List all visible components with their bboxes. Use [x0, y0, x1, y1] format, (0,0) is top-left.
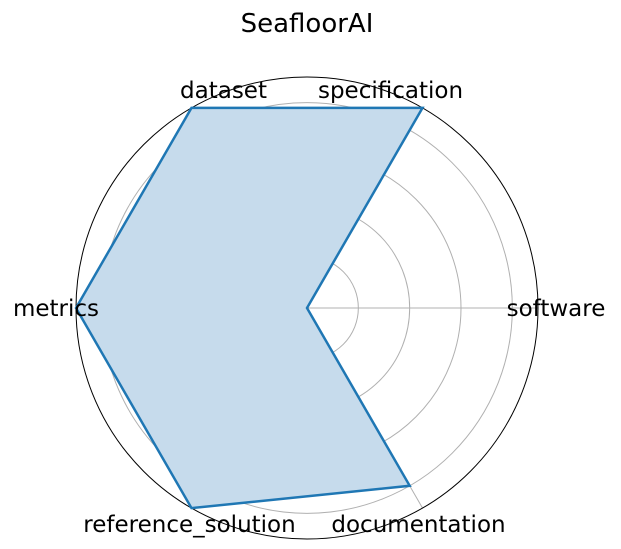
axis-label-reference-solution: reference_solution [83, 512, 295, 538]
series-line [74, 106, 425, 510]
axis-label-software: software [507, 296, 606, 322]
series-area [76, 107, 423, 509]
axis-label-metrics: metrics [13, 296, 99, 322]
axis-label-dataset: dataset [180, 78, 267, 104]
axis-label-specification: specification [318, 78, 463, 104]
data-series [74, 106, 425, 510]
axis-label-documentation: documentation [331, 512, 505, 538]
chart-title: SeafloorAI [241, 9, 374, 39]
axis-labels: software specification dataset metrics refer… [13, 78, 605, 538]
